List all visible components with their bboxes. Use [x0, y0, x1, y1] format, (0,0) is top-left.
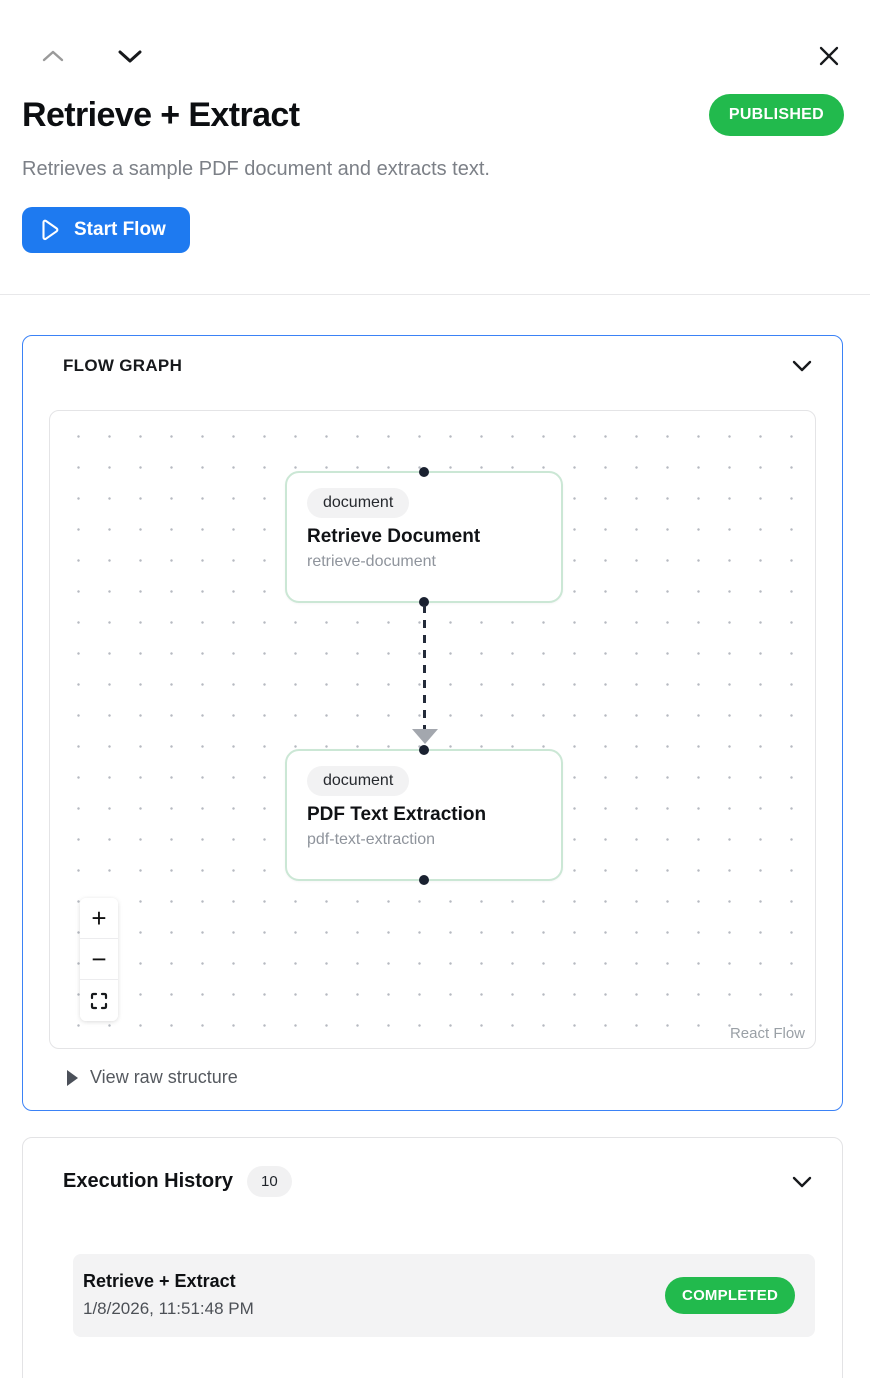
expand-down-button[interactable] — [114, 45, 146, 68]
plus-icon: + — [91, 903, 107, 933]
execution-title: Retrieve + Extract — [83, 1271, 236, 1291]
flow-graph-section-title: FLOW GRAPH — [63, 356, 183, 375]
node-id: retrieve-document — [307, 553, 436, 570]
node-handle-top[interactable] — [419, 467, 429, 477]
start-flow-label: Start Flow — [74, 219, 166, 240]
view-raw-structure-label: View raw structure — [90, 1067, 238, 1087]
zoom-out-button[interactable]: − — [80, 939, 118, 980]
flow-node-retrieve-document[interactable]: document Retrieve Document retrieve-docu… — [285, 467, 563, 607]
view-raw-structure-toggle[interactable]: View raw structure — [43, 1067, 816, 1088]
node-type-tag: document — [307, 488, 410, 518]
flow-edge — [423, 605, 426, 729]
execution-history-item[interactable]: Retrieve + Extract 1/8/2026, 11:51:48 PM… — [73, 1254, 815, 1337]
node-title: Retrieve Document — [307, 526, 481, 547]
flow-edge-arrowhead — [412, 729, 438, 744]
flow-node-pdf-text-extraction[interactable]: document PDF Text Extraction pdf-text-ex… — [285, 745, 563, 885]
chevron-down-icon — [118, 49, 142, 64]
flow-graph-collapse-button[interactable] — [788, 356, 816, 376]
close-icon — [818, 45, 840, 67]
react-flow-canvas[interactable]: document Retrieve Document retrieve-docu… — [49, 410, 816, 1049]
node-id: pdf-text-extraction — [307, 831, 436, 848]
execution-timestamp: 1/8/2026, 11:51:48 PM — [83, 1299, 254, 1318]
close-button[interactable] — [814, 41, 844, 71]
node-handle-bottom[interactable] — [419, 875, 429, 885]
collapse-up-button[interactable] — [38, 45, 68, 67]
canvas-controls: + − — [80, 898, 118, 1021]
chevron-down-icon — [792, 1176, 812, 1188]
flow-graph-card: FLOW GRAPH document Retrieve Document re… — [22, 335, 843, 1111]
node-handle-bottom[interactable] — [419, 597, 429, 607]
zoom-in-button[interactable]: + — [80, 898, 118, 939]
fit-view-icon — [90, 992, 108, 1010]
fit-view-button[interactable] — [80, 980, 118, 1021]
completed-status-badge: COMPLETED — [665, 1276, 795, 1314]
page-title: Retrieve + Extract — [22, 95, 300, 134]
node-type-tag: document — [307, 766, 410, 796]
published-status-badge: PUBLISHED — [708, 94, 844, 136]
execution-history-collapse-button[interactable] — [788, 1172, 816, 1192]
chevron-up-icon — [42, 49, 64, 63]
start-flow-button[interactable]: Start Flow — [22, 207, 190, 253]
section-divider — [0, 294, 870, 295]
node-handle-top[interactable] — [419, 745, 429, 755]
page-description: Retrieves a sample PDF document and extr… — [22, 158, 490, 180]
play-icon — [40, 219, 60, 241]
react-flow-attribution: React Flow — [729, 1025, 805, 1042]
top-navigation — [0, 0, 870, 72]
node-title: PDF Text Extraction — [307, 804, 487, 825]
execution-history-section-title: Execution History — [63, 1170, 234, 1192]
disclosure-triangle-icon — [67, 1069, 78, 1086]
execution-count-badge: 10 — [247, 1166, 292, 1197]
minus-icon: − — [91, 944, 107, 974]
page-header: Retrieve + Extract PUBLISHED Retrieves a… — [0, 72, 870, 253]
chevron-down-icon — [792, 360, 812, 372]
execution-history-card: Execution History 10 Retrieve + Extract … — [22, 1137, 843, 1378]
